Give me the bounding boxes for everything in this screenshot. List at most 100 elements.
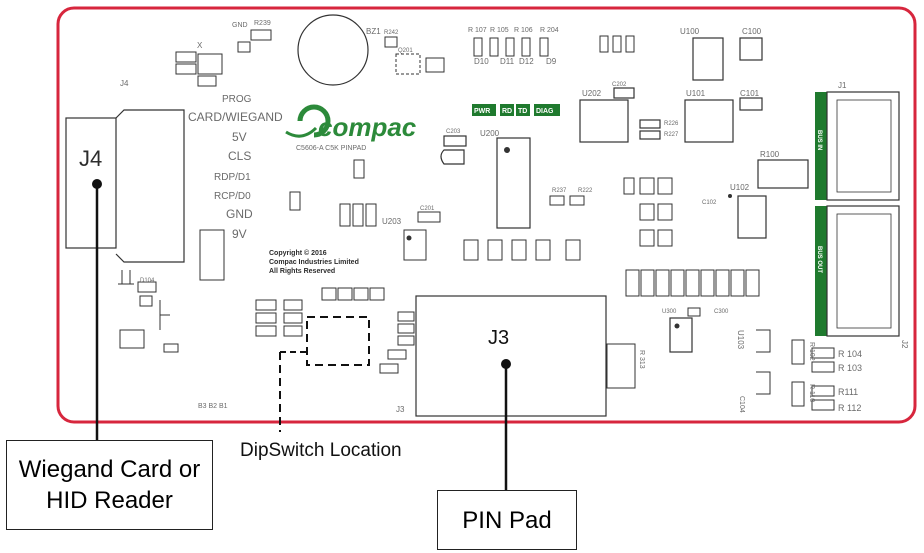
label-r111: R111 [838, 387, 858, 397]
label-r112: R 112 [838, 403, 861, 413]
top-resistor-cluster [473, 35, 635, 57]
label-c201: C201 [420, 206, 435, 212]
copyright-line-3: All Rights Reserved [269, 268, 335, 275]
label-r106: R 106 [514, 27, 533, 34]
led-labels: PWR RD TD DIAG [472, 104, 560, 116]
label-q201: Q201 [398, 48, 413, 54]
pin-label-rdp-d1: RDP/D1 [214, 172, 251, 183]
label-r313: R 313 [638, 350, 645, 369]
label-bus-out: BUS OUT [816, 246, 822, 273]
pin-label-cls: CLS [228, 149, 251, 163]
board-outline [56, 6, 917, 424]
label-u100: U100 [680, 27, 700, 36]
board-id: C5606-A C5K PINPAD [296, 145, 366, 152]
copyright-line-1: Copyright © 2016 [269, 249, 327, 257]
label-c104: C104 [738, 396, 745, 413]
j3-side-parts [321, 287, 415, 374]
label-u200: U200 [480, 129, 500, 138]
j4-connector-label: J4 [79, 146, 102, 171]
leader-lines [92, 179, 511, 490]
label-j1: J1 [838, 81, 847, 90]
dipswitch-area [279, 316, 370, 432]
label-r227: R227 [664, 132, 679, 138]
label-r100: R100 [760, 150, 780, 159]
label-u103: U103 [736, 330, 745, 350]
label-c202: C202 [612, 82, 627, 88]
label-u102: U102 [730, 183, 750, 192]
j2-bus-out-connector: BUS OUT J2 [815, 205, 909, 349]
resistor-bank [199, 159, 760, 297]
label-d10: D10 [474, 57, 489, 66]
top-left-parts [175, 29, 445, 87]
label-r204: R 204 [540, 27, 559, 34]
wiegand-callout-box: Wiegand Card or HID Reader [6, 440, 213, 530]
j3-reference: J3 [396, 405, 405, 414]
pin-label-gnd: GND [226, 207, 253, 221]
label-u202: U202 [582, 89, 602, 98]
label-r110: R 110 [808, 384, 815, 402]
wiegand-callout-line-2: HID Reader [46, 487, 173, 514]
label-c203: C203 [446, 129, 461, 135]
label-j2: J2 [900, 340, 909, 349]
copyright-line-2: Compac Industries Limited [269, 259, 359, 266]
label-r105: R 105 [490, 27, 509, 34]
u203-pin1-dot [406, 235, 412, 241]
label-u101: U101 [686, 89, 706, 98]
brand-name: compac [318, 112, 417, 142]
label-r222: R222 [578, 188, 593, 194]
pin-label-card-wiegand: CARD/WIEGAND [188, 110, 283, 124]
pinpad-callout-label: PIN Pad [462, 506, 552, 534]
led-td: TD [518, 108, 527, 115]
label-r237: R237 [552, 188, 567, 194]
pin-label-9v: 9V [232, 227, 247, 241]
buzzer-label: BZ1 [366, 27, 381, 36]
j3-connector-label: J3 [488, 327, 509, 349]
chip-u300: U300 C300 [662, 307, 729, 353]
right-lower-parts [606, 329, 835, 411]
pin-label-rcp-d0: RCP/D0 [214, 191, 251, 202]
label-c300: C300 [714, 309, 729, 315]
label-d11: D11 [500, 57, 515, 66]
wiegand-callout-line-1: Wiegand Card or [18, 456, 201, 483]
label-x: X [197, 41, 203, 50]
label-r226: R226 [664, 121, 679, 127]
label-c101: C101 [740, 89, 760, 98]
j4-connector: J4 J4 [65, 79, 185, 263]
regulator-parts [579, 37, 763, 143]
r100-u102 [737, 159, 809, 239]
chip-u200: U200 [480, 129, 531, 229]
pin-label-5v: 5V [232, 130, 247, 144]
label-d104: D104 [140, 278, 155, 284]
compac-logo: compac C5606-A C5K PINPAD [285, 104, 417, 152]
led-rd: RD [502, 108, 512, 115]
j4-pin-labels: PROG CARD/WIEGAND 5V CLS RDP/D1 RCP/D0 G… [188, 94, 283, 241]
left-lower-parts [118, 270, 303, 353]
pinpad-callout-box: PIN Pad [437, 490, 577, 550]
j1-bus-in-connector: BUS IN J1 [815, 81, 900, 201]
dipswitch-location-label: DipSwitch Location [240, 440, 402, 461]
c203-c200 [440, 135, 467, 165]
label-r239: R239 [254, 20, 271, 27]
label-c100: C100 [742, 27, 762, 36]
buzzer: BZ1 [297, 14, 381, 86]
label-r102: R 102 [808, 342, 815, 361]
label-u203: U203 [382, 217, 402, 226]
label-bus-in: BUS IN [816, 130, 822, 150]
label-r107: R 107 [468, 27, 487, 34]
label-r103: R 103 [838, 363, 862, 373]
led-diag: DIAG [536, 108, 554, 115]
u102-pin1-dot [728, 194, 732, 198]
j4-reference: J4 [120, 79, 129, 88]
label-d12: D12 [519, 57, 534, 66]
label-gnd-top: GND [232, 22, 248, 29]
label-c102: C102 [702, 200, 717, 206]
label-r242: R242 [384, 30, 399, 36]
copyright-block: Copyright © 2016 Compac Industries Limit… [269, 249, 359, 275]
j3-connector: J3 J3 [396, 295, 607, 417]
pin-label-prog: PROG [222, 94, 252, 105]
led-pwr: PWR [474, 108, 490, 115]
label-d9: D9 [546, 57, 557, 66]
label-u300: U300 [662, 309, 677, 315]
label-b3-b2-b1: B3 B2 B1 [198, 403, 228, 410]
